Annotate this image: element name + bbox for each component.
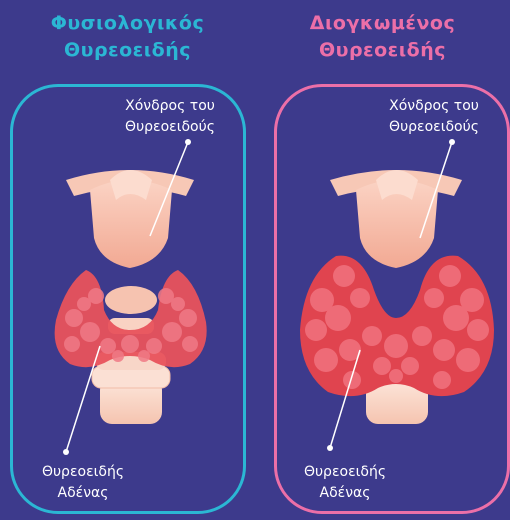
enlarged-cartilage-label-line2: Θυρεοειδούς bbox=[364, 117, 504, 138]
enlarged-cartilage-label-line1: Χόνδρος του bbox=[364, 96, 504, 117]
enlarged-gland-label-line2: Αδένας bbox=[290, 483, 400, 504]
normal-cartilage-label: Χόνδρος του Θυρεοειδούς bbox=[100, 96, 240, 138]
normal-gland-label: Θυρεοειδής Αδένας bbox=[28, 462, 138, 504]
enlarged-gland-label: Θυρεοειδής Αδένας bbox=[290, 462, 400, 504]
normal-gland-label-line2: Αδένας bbox=[28, 483, 138, 504]
normal-cartilage-label-line2: Θυρεοειδούς bbox=[100, 117, 240, 138]
normal-gland-label-line1: Θυρεοειδής bbox=[28, 462, 138, 483]
enlarged-cartilage-label: Χόνδρος του Θυρεοειδούς bbox=[364, 96, 504, 138]
enlarged-gland-label-line1: Θυρεοειδής bbox=[290, 462, 400, 483]
enlarged-thyroid-gland bbox=[300, 256, 494, 397]
normal-cartilage-label-line1: Χόνδρος του bbox=[100, 96, 240, 117]
